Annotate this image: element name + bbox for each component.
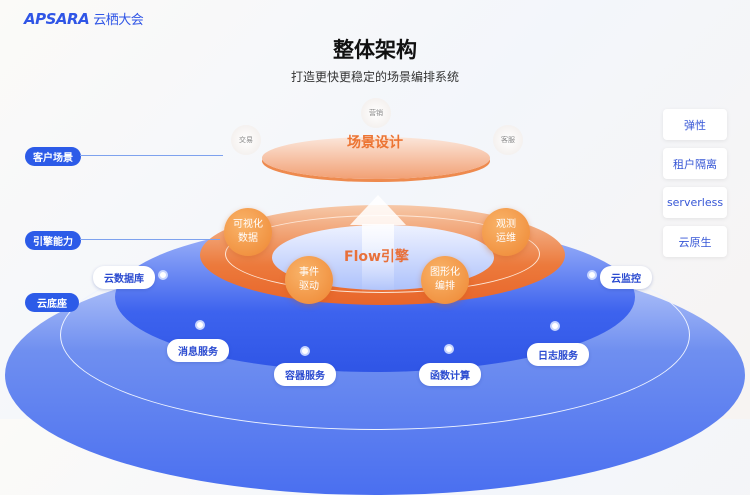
feature-elastic: 弹性 [663,109,727,140]
layer-tag-customer-scene: 客户场景 [25,147,81,166]
layer-line-engine [80,239,220,240]
engine-ball-graph-orchestration: 图形化 编排 [421,256,469,304]
service-logging[interactable]: 日志服务 [527,343,589,366]
service-messaging[interactable]: 消息服务 [167,339,229,362]
service-dot [158,270,168,280]
service-container[interactable]: 容器服务 [274,363,336,386]
layer-tag-cloud-base: 云底座 [25,293,79,312]
service-dot [195,320,205,330]
feature-cloud-native: 云原生 [663,226,727,257]
up-arrow-icon [350,195,406,225]
scene-bubble-marketing: 营销 [361,98,391,128]
layer-tag-engine: 引擎能力 [25,231,81,250]
page-subtitle: 打造更快更稳定的场景编排系统 [290,70,459,84]
engine-label: Flow引擎 [344,249,409,265]
engine-ball-event-driven: 事件 驱动 [285,256,333,304]
service-function-compute[interactable]: 函数计算 [419,363,481,386]
service-dot [587,270,597,280]
scene-bubble-trade: 交易 [231,125,261,155]
layer-line-scene [80,155,223,156]
service-cloud-database[interactable]: 云数据库 [93,266,155,289]
service-dot [300,346,310,356]
scene-label: 场景设计 [347,135,403,151]
service-dot [444,344,454,354]
scene-bubble-service: 客服 [493,125,523,155]
engine-ball-visual-data: 可视化 数据 [224,208,272,256]
scene-disc [262,137,490,179]
service-dot [550,321,560,331]
engine-ball-observability: 观测 运维 [482,208,530,256]
feature-serverless: serverless [663,187,727,218]
page-title: 整体架构 [333,38,417,62]
up-arrow-shaft [362,224,394,294]
feature-tenant-isolation: 租户隔离 [663,148,727,179]
service-cloud-monitor[interactable]: 云监控 [600,266,652,289]
